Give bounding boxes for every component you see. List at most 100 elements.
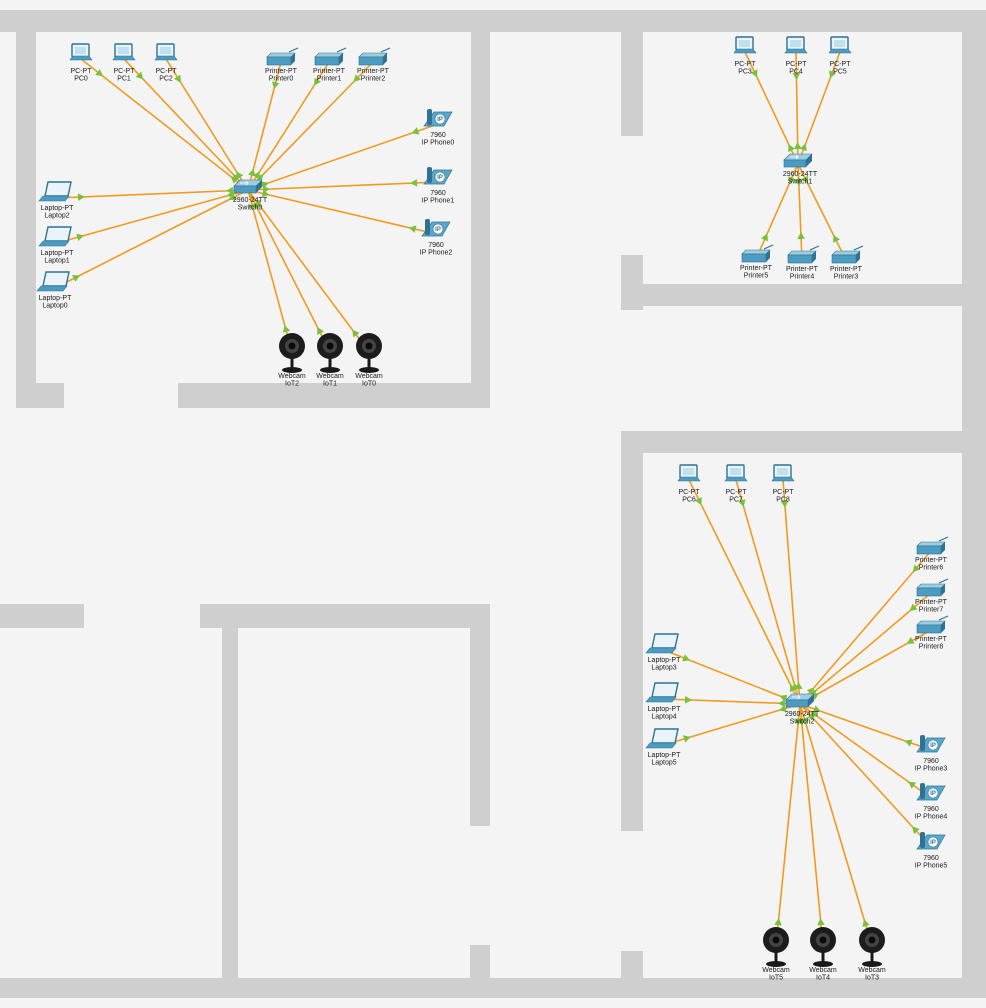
pc-icon <box>69 43 93 61</box>
cable-link[interactable] <box>247 181 439 191</box>
device-label: Printer8 <box>919 644 944 651</box>
cable-link[interactable] <box>799 550 932 705</box>
device-label: Laptop0 <box>42 303 67 310</box>
device-label: IoT1 <box>323 381 337 388</box>
cable-link[interactable] <box>799 703 932 848</box>
wall <box>0 978 986 998</box>
webcam-icon <box>317 333 343 373</box>
cable-link[interactable] <box>247 189 437 235</box>
cable-link[interactable] <box>688 479 801 705</box>
link-status-indicator <box>792 72 801 80</box>
link-status-indicator <box>778 699 786 708</box>
device-label: Laptop4 <box>651 714 676 721</box>
laptop-icon <box>645 728 679 749</box>
device-label: Printer7 <box>919 607 944 614</box>
cable-link[interactable] <box>735 479 801 705</box>
device-label: Webcam <box>278 373 306 380</box>
pc-icon <box>771 464 795 482</box>
cable-link[interactable] <box>123 58 249 191</box>
wall <box>222 604 238 998</box>
cable-link[interactable] <box>247 189 370 353</box>
device-label: Webcam <box>858 967 886 974</box>
link-status-indicator <box>135 71 144 80</box>
cable-link[interactable] <box>799 592 932 705</box>
cable-link[interactable] <box>247 61 374 191</box>
cable-link[interactable] <box>799 703 873 947</box>
printer-icon <box>741 244 774 263</box>
switch-icon <box>233 179 263 194</box>
printer-icon <box>266 47 299 66</box>
cable-link[interactable] <box>799 703 824 947</box>
device-label: Laptop-PT <box>648 657 681 664</box>
device-label: 7960 <box>923 855 939 862</box>
device-label: Printer-PT <box>265 68 298 75</box>
link-status-indicator <box>800 717 808 726</box>
ip-phone-icon: IP <box>916 783 946 801</box>
pc-icon <box>112 43 136 61</box>
cable-link[interactable] <box>775 703 801 947</box>
printer-icon <box>831 245 864 264</box>
device-label: Printer-PT <box>915 636 948 643</box>
link-status-indicator <box>72 275 80 282</box>
link-status-indicator <box>829 70 837 79</box>
cable-link[interactable] <box>247 189 331 353</box>
cable-link[interactable] <box>54 189 249 289</box>
link-status-indicator <box>761 233 768 242</box>
device-label: PC4 <box>789 69 803 76</box>
printer-icon <box>916 536 949 555</box>
ip-phone-icon: IP <box>423 167 453 185</box>
cable-link[interactable] <box>56 189 249 199</box>
cable-link[interactable] <box>782 479 801 705</box>
cable-link[interactable] <box>80 58 249 191</box>
link-status-indicator <box>778 704 787 712</box>
device-label: Printer6 <box>919 565 944 572</box>
link-status-indicator <box>95 68 104 77</box>
cable-link[interactable] <box>247 123 439 191</box>
link-status-indicator <box>774 918 782 926</box>
cable-link[interactable] <box>56 189 249 244</box>
device-label: PC5 <box>833 69 847 76</box>
device-label: IP Phone4 <box>915 814 948 821</box>
link-status-indicator <box>410 179 418 187</box>
